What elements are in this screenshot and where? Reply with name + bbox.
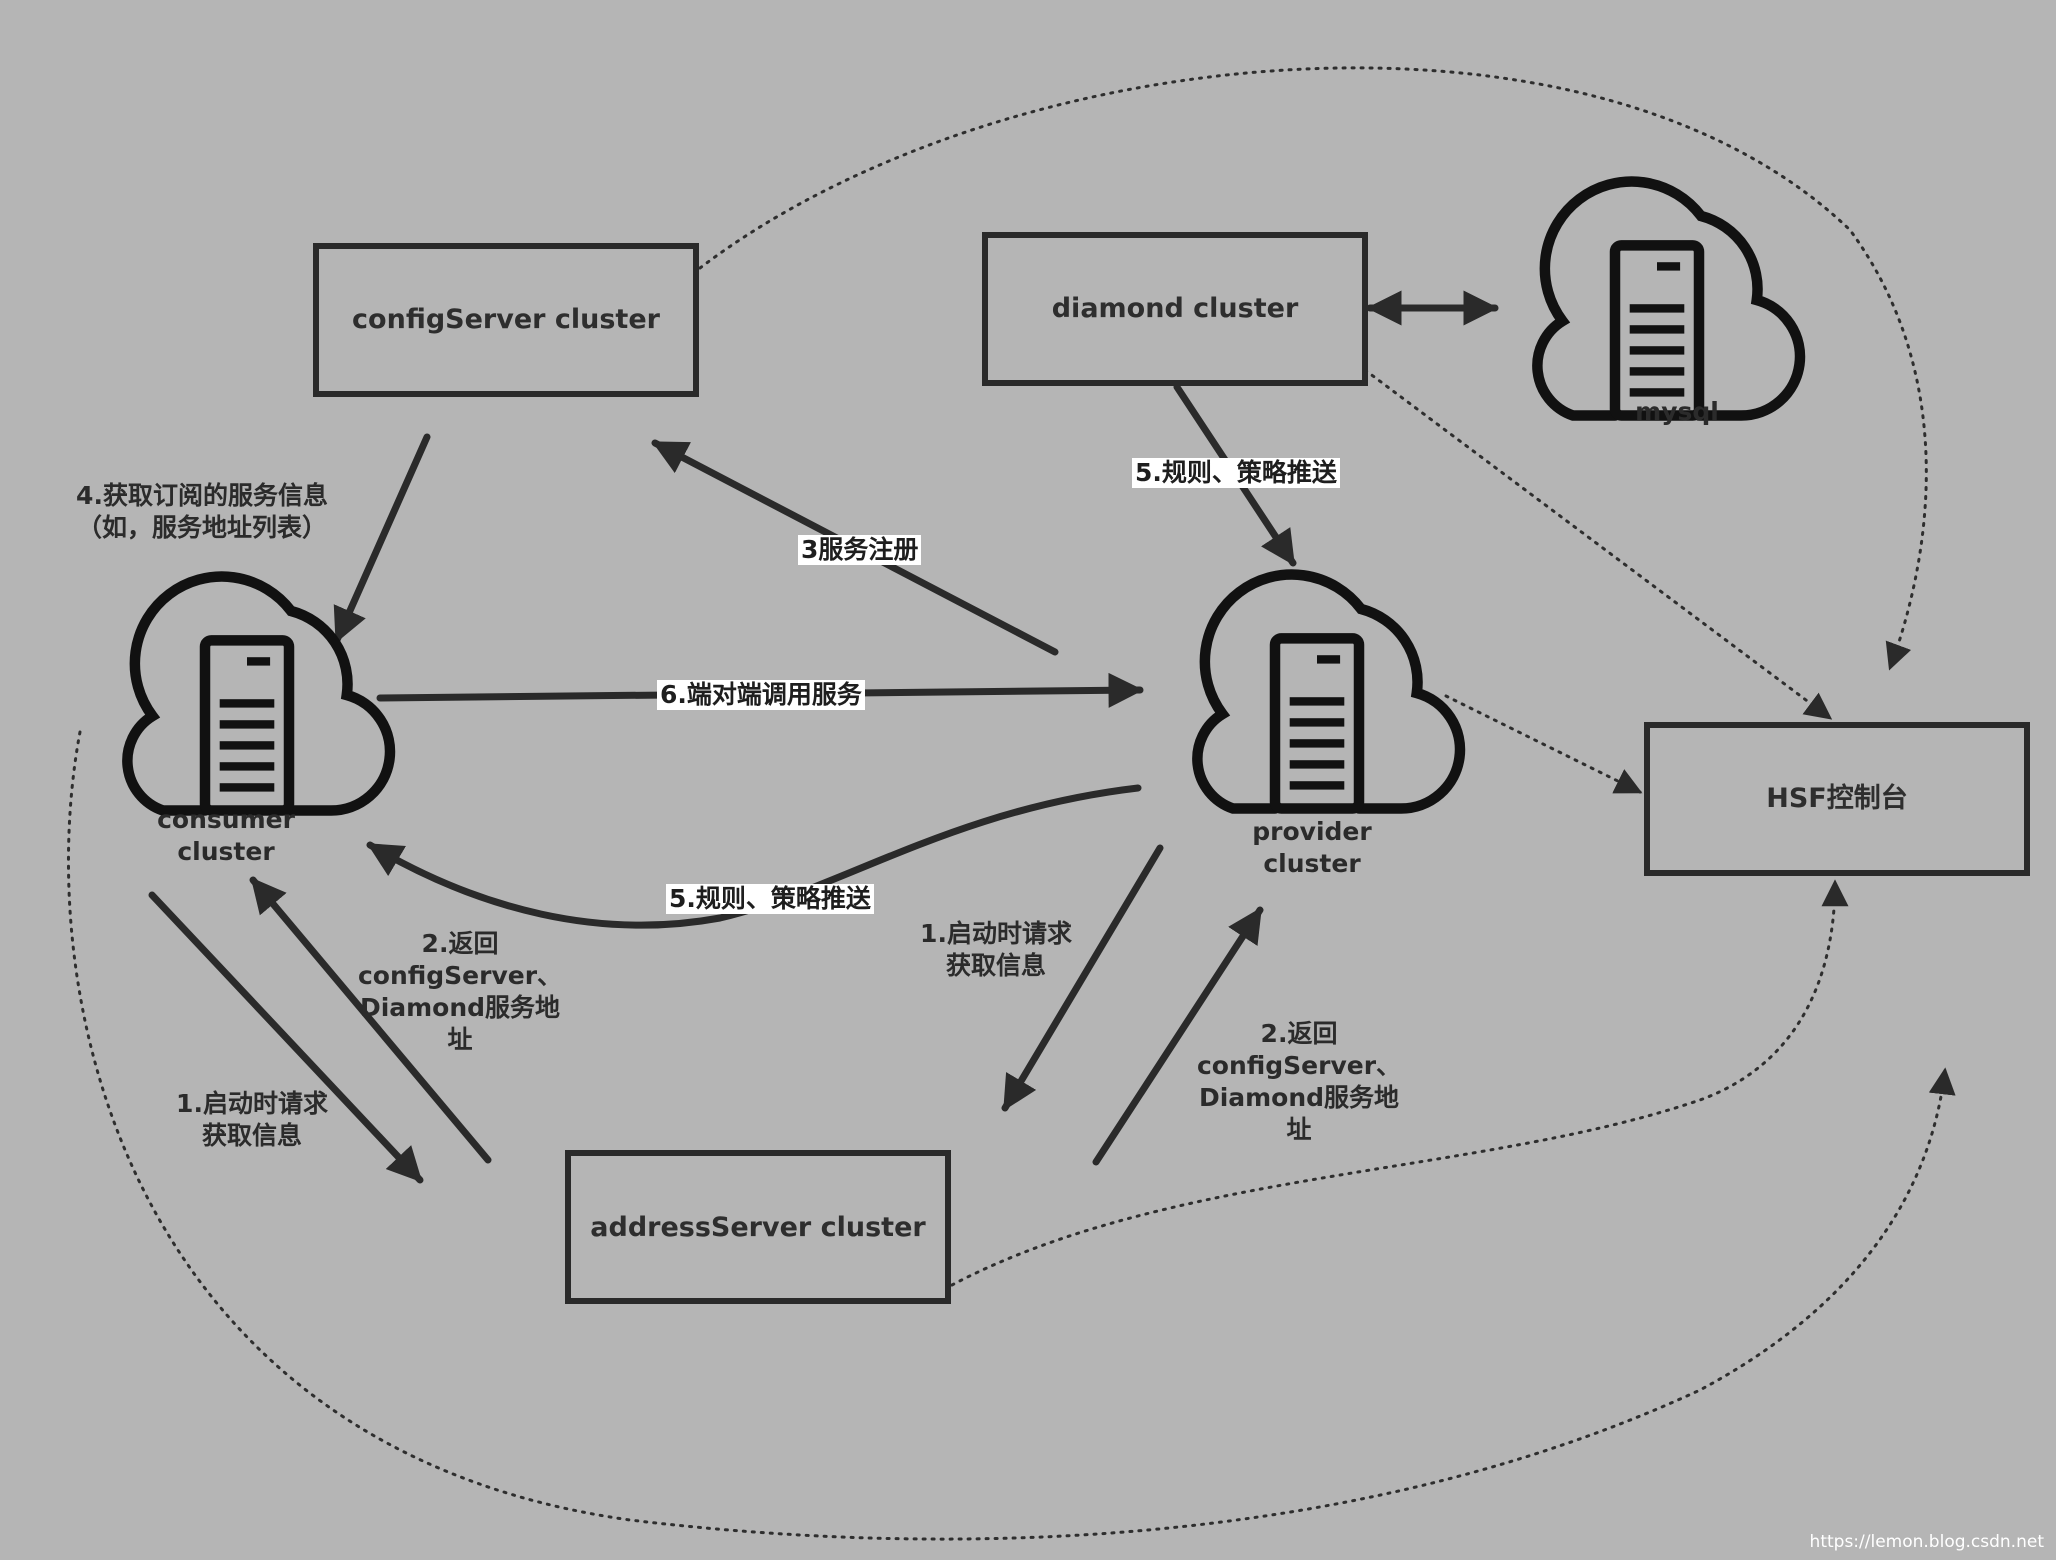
diamond-box (982, 232, 1368, 386)
dotted-address-to-console (950, 879, 1849, 1287)
config-server-box (313, 243, 699, 397)
dotted-consumer-to-console (67, 730, 1956, 1541)
watermark: https://lemon.blog.csdn.net (1809, 1532, 2044, 1552)
arrow-address-to-consumer (249, 876, 492, 1164)
diamond-label: diamond cluster (1051, 293, 1299, 324)
push-provider-label: 5.规则、策略推送 (1132, 458, 1340, 488)
hsf-console-box (1644, 722, 2030, 876)
dotted-diamond-to-console (1363, 368, 1833, 720)
consumer-request-label: 1.启动时请求获取信息 (176, 1089, 328, 1150)
arrow-address-to-provider (1092, 906, 1264, 1166)
dotted-provider-to-console (1444, 694, 1643, 794)
arrow-config-to-consumer (333, 433, 431, 644)
provider-cloud-icon (1197, 575, 1460, 809)
address-server-label: addressServer cluster (590, 1212, 926, 1243)
push-consumer-label: 5.规则、策略推送 (666, 884, 874, 914)
invoke-label: 6.端对端调用服务 (657, 680, 865, 710)
subscribe-label: 4.获取订阅的服务信息（如，服务地址列表） (76, 481, 328, 542)
mysql-cloud-icon (1537, 182, 1800, 416)
register-label: 3服务注册 (798, 535, 922, 565)
provider-request-label: 1.启动时请求获取信息 (920, 919, 1072, 980)
config-server-label: configServer cluster (352, 304, 660, 335)
dotted-config-to-console (698, 66, 1928, 671)
mysql-label: mysql (1635, 397, 1719, 426)
arrow-provider-to-consumer (366, 784, 1142, 929)
arrow-provider-to-address (1001, 844, 1164, 1112)
arrow-consumer-to-address (148, 891, 424, 1184)
address-server-box (565, 1150, 951, 1304)
hsf-console-label: HSF控制台 (1766, 783, 1908, 814)
